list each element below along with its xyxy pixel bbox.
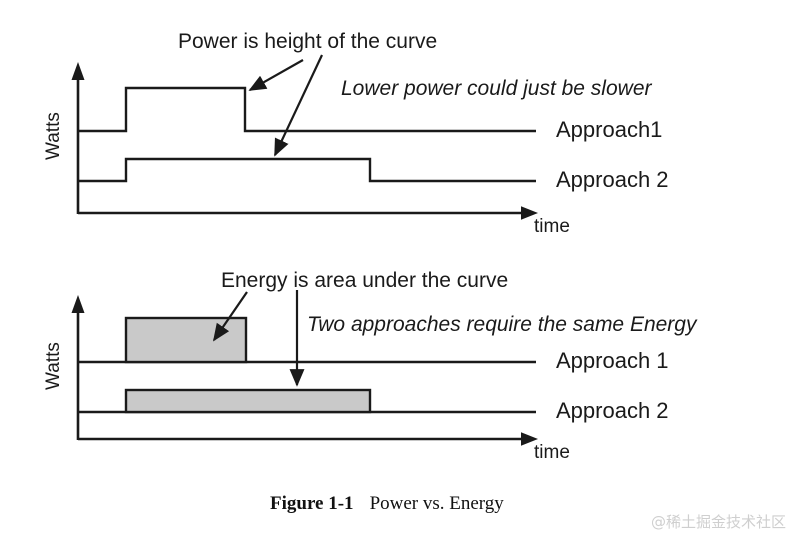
energy-y-axis — [71, 295, 85, 440]
power-y-axis-label: Watts — [43, 112, 64, 160]
power-annotation-italic: Lower power could just be slower — [341, 77, 652, 100]
x-axis-arrow-icon — [521, 206, 538, 220]
energy-legend-approach-1: Approach 1 — [556, 348, 669, 373]
energy-y-axis-label: Watts — [43, 342, 64, 390]
power-legend-approach-1: Approach1 — [556, 117, 663, 142]
energy-x-axis — [78, 432, 538, 446]
y-axis-arrow-icon — [71, 295, 85, 313]
energy-approach-1-area — [124, 316, 248, 364]
x-axis-arrow-icon — [521, 432, 538, 446]
power-x-axis — [78, 206, 538, 220]
power-legend-approach-2: Approach 2 — [556, 167, 669, 192]
power-y-axis — [71, 62, 85, 214]
power-annotation-arrow-1 — [248, 59, 304, 91]
power-approach-2-curve — [78, 157, 536, 183]
power-approach-1-curve — [78, 86, 536, 133]
y-axis-arrow-icon — [71, 62, 85, 80]
power-annotation-title: Power is height of the curve — [178, 30, 438, 53]
energy-annotation-italic: Two approaches require the same Energy — [307, 313, 697, 336]
figure-caption-label: Figure 1-1 — [270, 493, 354, 514]
energy-x-axis-label: time — [534, 442, 570, 463]
figure-caption: Figure 1-1 Power vs. Energy — [270, 493, 504, 515]
figure-caption-title: Power vs. Energy — [369, 493, 504, 514]
energy-panel-graphics — [71, 290, 538, 446]
energy-approach-2-area — [124, 388, 372, 414]
energy-annotation-arrow-1 — [213, 291, 248, 342]
energy-legend-approach-2: Approach 2 — [556, 398, 669, 423]
power-x-axis-label: time — [534, 216, 570, 237]
energy-annotation-title: Energy is area under the curve — [221, 269, 509, 292]
power-annotation-arrow-2 — [274, 54, 323, 157]
power-panel-graphics — [71, 54, 538, 220]
watermark: @稀土掘金技术社区 — [651, 513, 787, 531]
